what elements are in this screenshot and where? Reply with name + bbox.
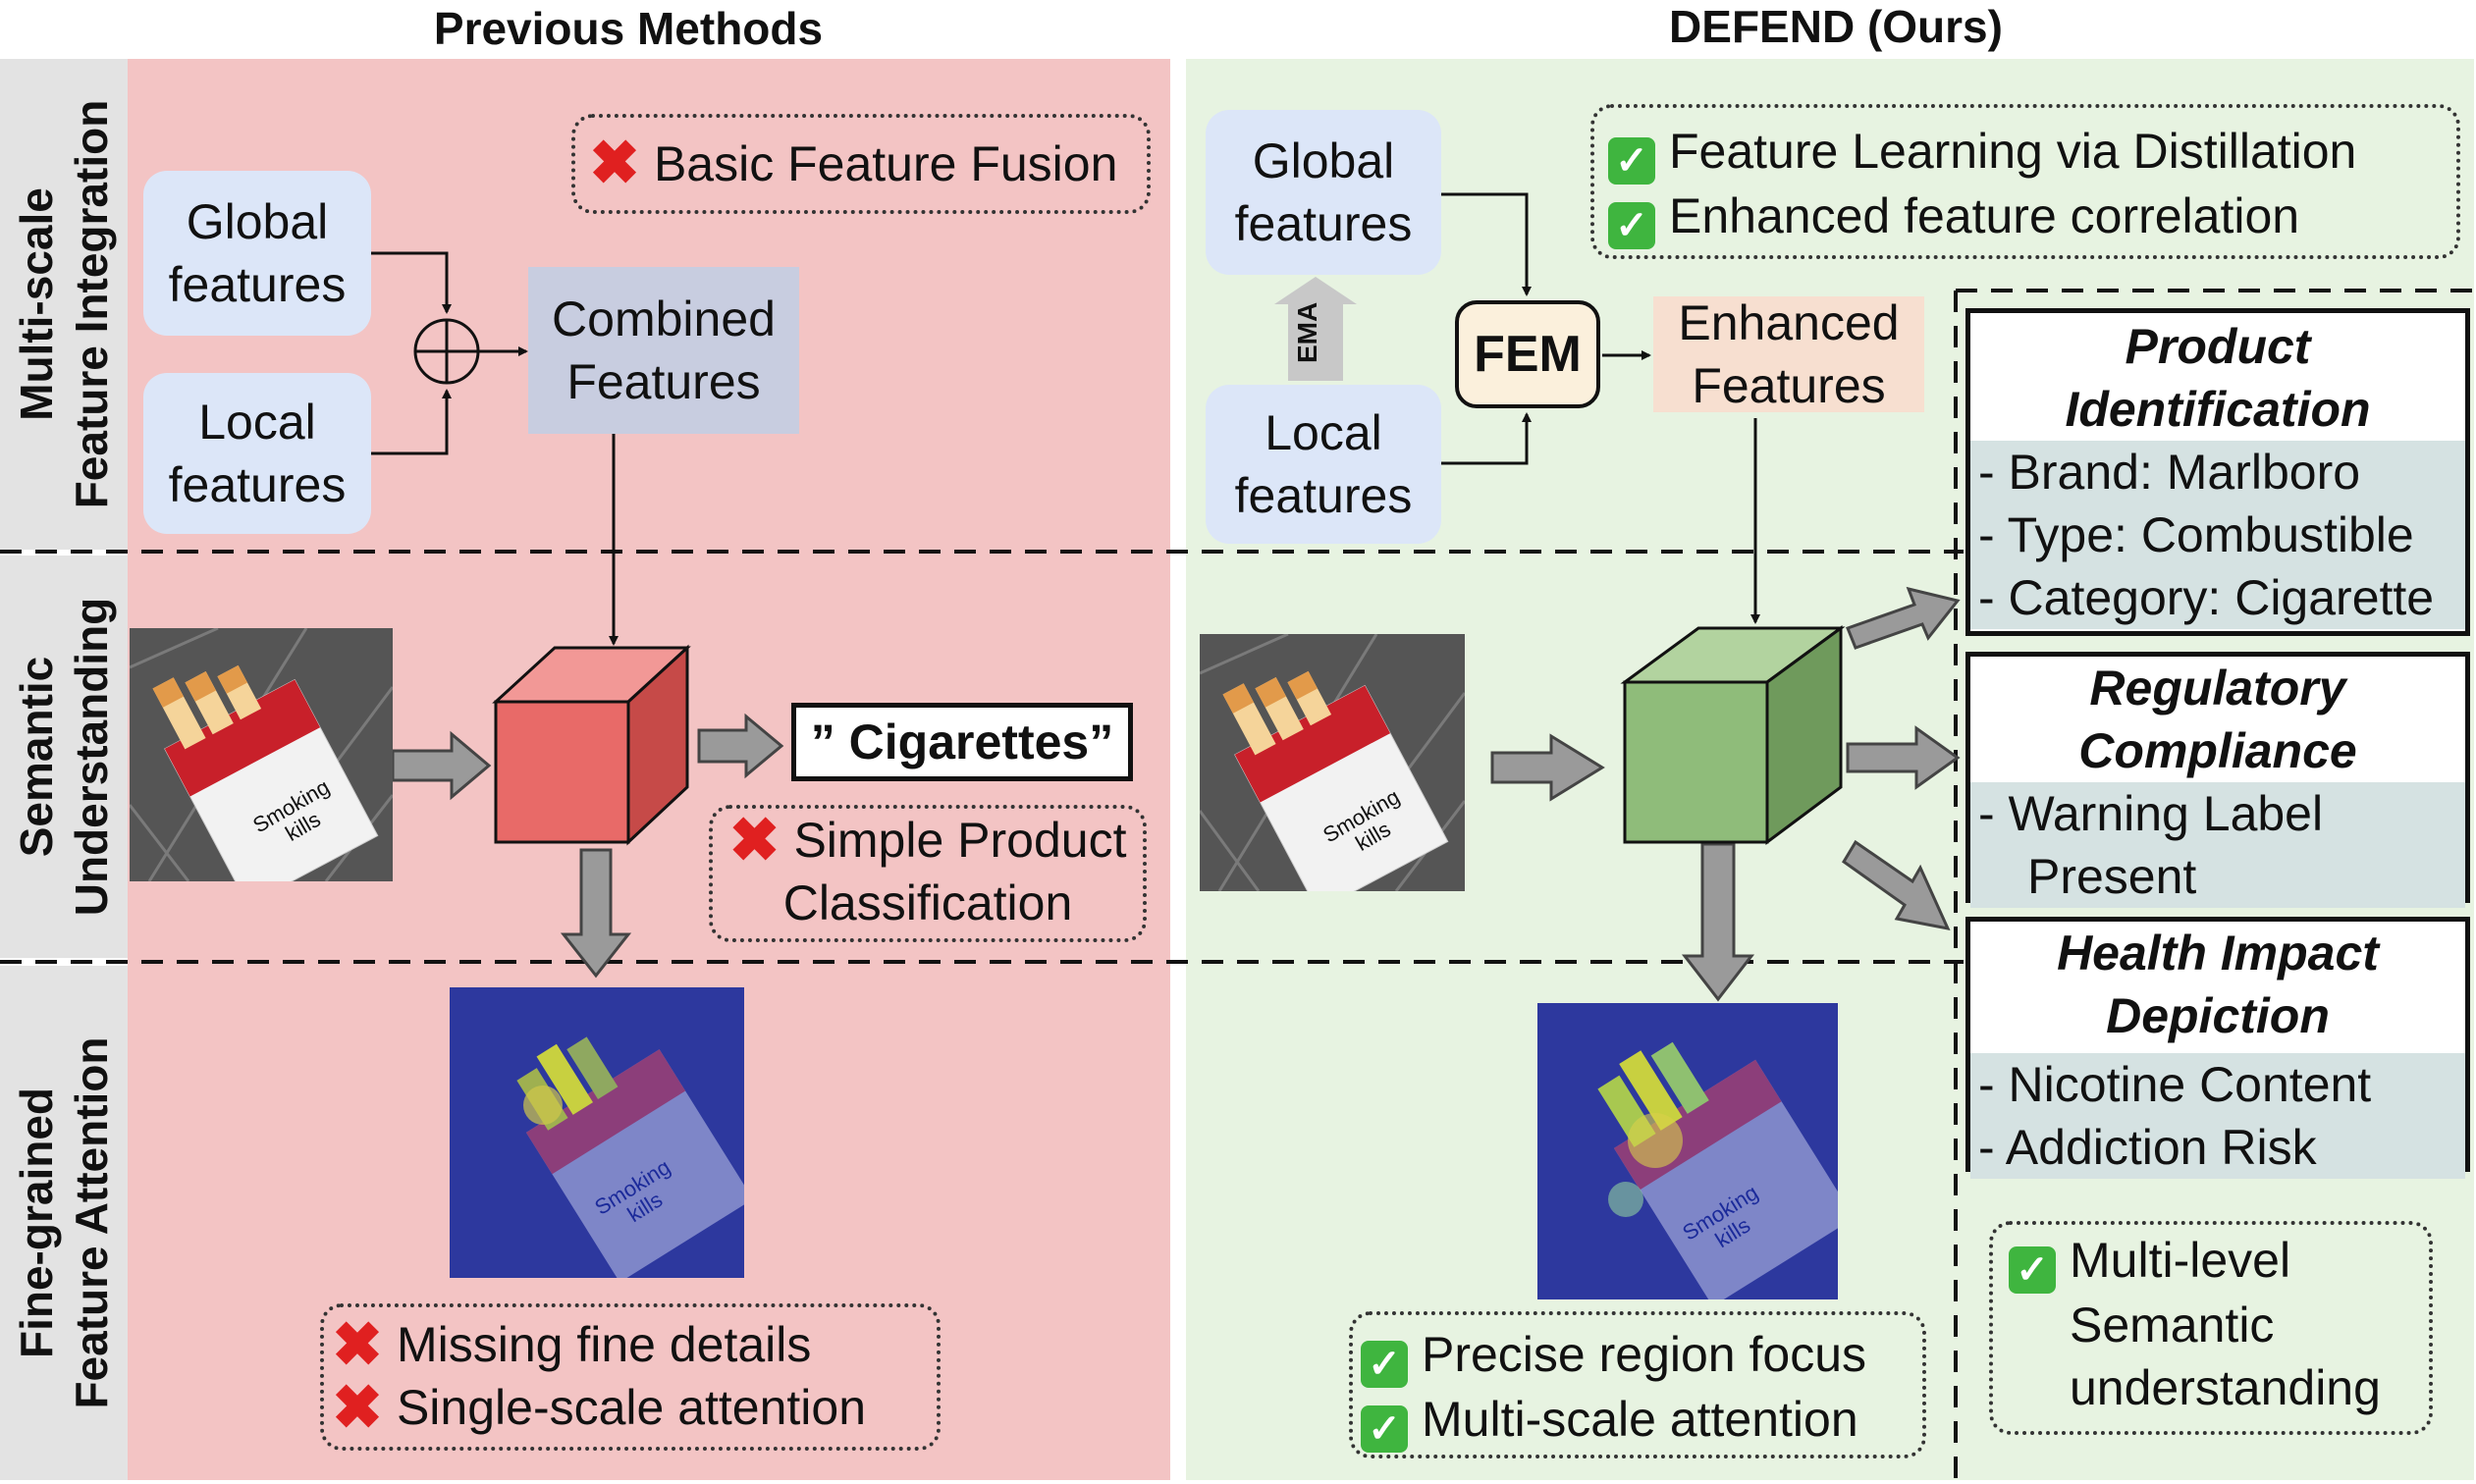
previous-attention-issues: ✖Missing fine details ✖Single-scale atte… (320, 1303, 941, 1451)
defend-attention-advantages: ✓Precise region focus ✓Multi-scale atten… (1349, 1311, 1926, 1458)
arrow-defend-cube-down (1681, 842, 1755, 1002)
basic-fusion-note: ✖Basic Feature Fusion (571, 114, 1151, 214)
defend-header: DEFEND (Ours) (1669, 1, 2003, 52)
defend-advantages: ✓Feature Learning via Distillation ✓Enha… (1590, 104, 2460, 259)
check-icon: ✓ (1608, 202, 1655, 249)
cigarettes-label: ” Cigarettes” (791, 703, 1133, 781)
cross-icon: ✖ (728, 807, 780, 874)
ema-label: EMA (1292, 301, 1322, 363)
fem-module: FEM (1455, 300, 1600, 408)
health-impact-items: - Nicotine Content - Addiction Risk (1970, 1053, 2465, 1179)
arrow-cube-to-product (1846, 586, 1961, 650)
green-cube (1620, 625, 1846, 845)
arrow-defend-image-to-cube (1490, 733, 1605, 802)
arrow-cube-down (560, 848, 632, 979)
cross-icon: ✖ (589, 130, 640, 197)
arrow-image-to-cube (391, 730, 492, 801)
regulatory-compliance-items: - Warning Label Present (1970, 782, 2465, 908)
arrow-cube-to-regulatory (1846, 725, 1961, 790)
check-icon: ✓ (1361, 1341, 1408, 1388)
simple-classification-note: ✖Simple Product Classification (709, 805, 1147, 942)
cross-icon: ✖ (332, 1311, 383, 1379)
red-cube (492, 644, 691, 846)
check-icon: ✓ (1361, 1405, 1408, 1453)
arrow-cube-to-health (1841, 839, 1951, 931)
arrow-cube-to-label (697, 713, 784, 779)
check-icon: ✓ (2009, 1246, 2056, 1294)
product-identification-items: - Brand: Marlboro - Type: Combustible - … (1970, 441, 2465, 629)
semantic-outline (1954, 289, 2474, 1480)
previous-methods-header: Previous Methods (433, 3, 824, 54)
check-icon: ✓ (1608, 137, 1655, 185)
ema-arrow (1274, 277, 1357, 381)
multilevel-semantic-note: ✓Multi-level Semantic understanding (1989, 1221, 2433, 1435)
cross-icon: ✖ (332, 1374, 383, 1442)
